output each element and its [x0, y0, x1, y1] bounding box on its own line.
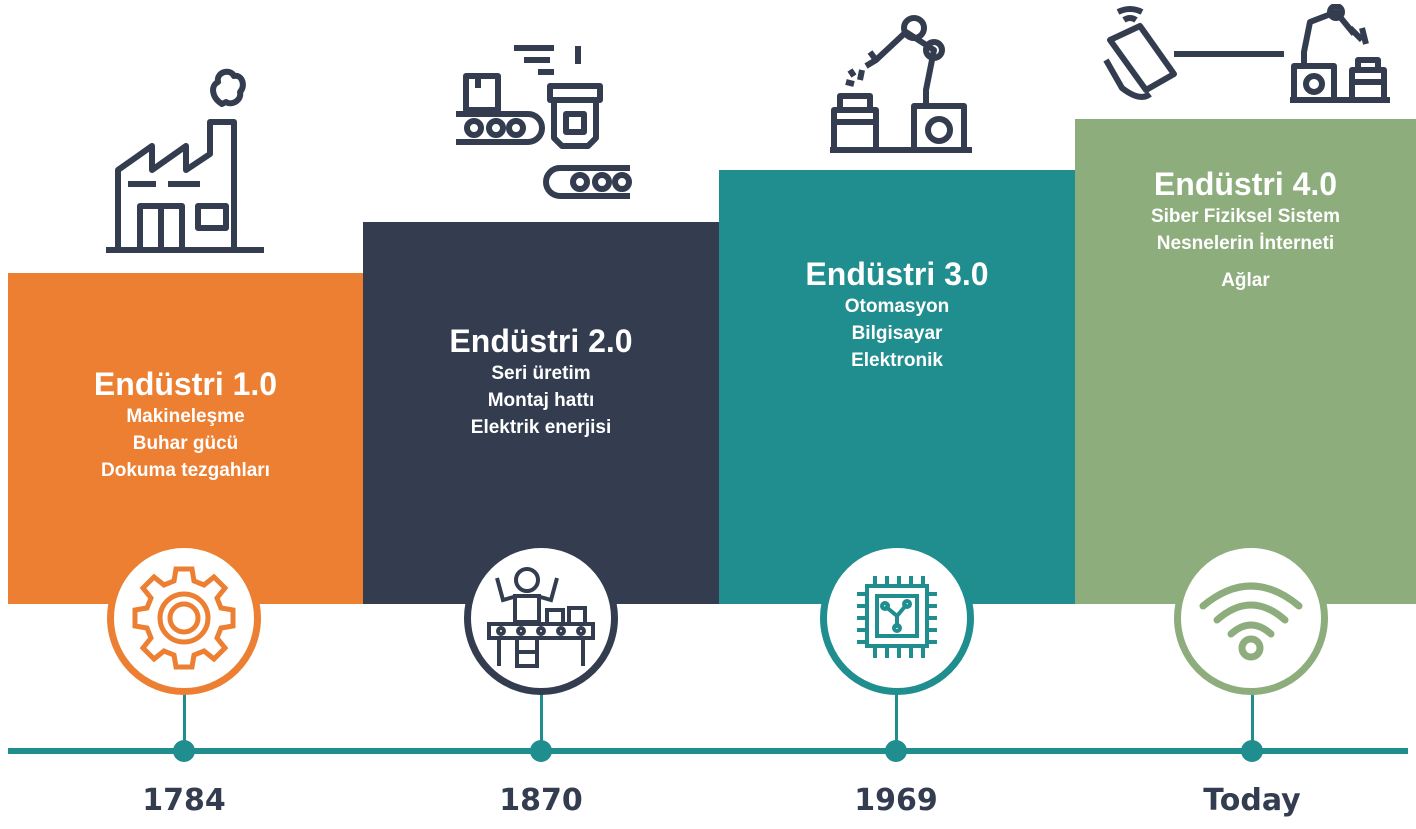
era-title: Endüstri 2.0	[449, 323, 633, 359]
year-label: 1969	[854, 783, 938, 818]
timeline-stem	[540, 693, 543, 751]
conveyor-machine-icon	[456, 45, 632, 199]
timeline-stem	[183, 693, 186, 751]
timeline-dot	[173, 740, 195, 762]
era-feature: Makineleşme	[126, 406, 245, 427]
era-panel-2: Endüstri 2.0 Seri üretim Montaj hattı El…	[363, 222, 719, 604]
gear-icon	[132, 566, 236, 670]
robot-arm-icon	[830, 15, 972, 153]
era-feature: Otomasyon	[844, 296, 950, 317]
era-feature: Ağlar	[1221, 270, 1270, 291]
timeline-axis	[8, 748, 1408, 754]
era-feature: Siber Fiziksel Sistem	[1150, 206, 1341, 227]
era-title: Endüstri 3.0	[805, 256, 989, 292]
era-feature: Nesnelerin İnterneti	[1156, 233, 1335, 254]
era-feature: Elektrik enerjisi	[470, 417, 612, 438]
timeline-stem	[1251, 693, 1254, 751]
timeline-stem	[895, 693, 898, 751]
timeline-dot	[885, 740, 907, 762]
assembly-badge	[464, 541, 618, 695]
smartphone-robot-icon	[1103, 4, 1390, 103]
era-panel-4: Endüstri 4.0 Siber Fiziksel Sistem Nesne…	[1075, 119, 1416, 604]
year-label: 1870	[499, 783, 583, 818]
era-feature: Buhar gücü	[132, 433, 239, 454]
era-title: Endüstri 4.0	[1153, 166, 1338, 202]
factory-icon	[106, 68, 264, 253]
era-title: Endüstri 1.0	[93, 366, 278, 402]
wifi-badge	[1174, 541, 1328, 695]
assembly-worker-icon	[487, 567, 595, 668]
era-feature: Seri üretim	[491, 363, 591, 384]
era-feature: Elektronik	[851, 350, 943, 371]
era-feature: Bilgisayar	[851, 323, 943, 344]
year-label: 1784	[142, 783, 226, 818]
microchip-icon	[857, 576, 937, 658]
era-panel-3: Endüstri 3.0 Otomasyon Bilgisayar Elektr…	[719, 170, 1075, 604]
chip-badge	[820, 541, 974, 695]
gear-badge	[107, 541, 261, 695]
year-label: Today	[1203, 783, 1301, 818]
era-feature: Montaj hattı	[487, 390, 595, 411]
era-feature: Dokuma tezgahları	[101, 460, 270, 481]
timeline-dot	[530, 740, 552, 762]
wifi-icon	[1199, 582, 1303, 661]
timeline-dot	[1241, 740, 1263, 762]
